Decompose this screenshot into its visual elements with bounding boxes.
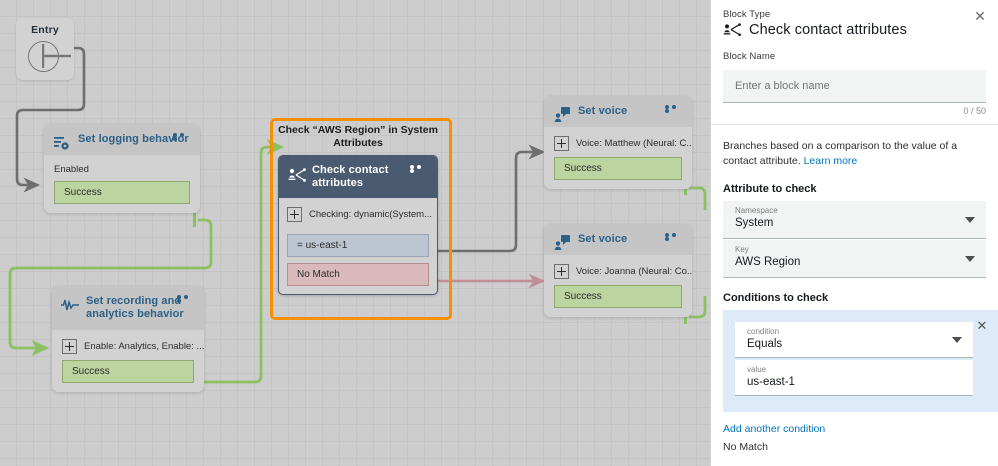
key-select[interactable]: Key AWS Region xyxy=(723,240,986,278)
block-detail-text: Voice: Matthew (Neural: C... xyxy=(576,138,692,149)
person-speech-bubble-icon xyxy=(553,106,571,124)
block-type-label: Block Type xyxy=(723,9,771,20)
block-check-contact-attributes[interactable]: Check contact attributes Checking: dynam… xyxy=(278,155,438,295)
expand-plus-icon[interactable] xyxy=(554,136,569,151)
block-title: Set voice xyxy=(578,233,628,245)
block-title: Check contact attributes xyxy=(312,164,389,189)
block-detail-row: Enable: Analytics, Enable: ... xyxy=(62,339,204,354)
branch-success[interactable]: Success xyxy=(554,285,682,308)
entry-connector-stub xyxy=(42,44,71,68)
expand-plus-icon[interactable] xyxy=(554,264,569,279)
flow-canvas[interactable]: Entry Set logging behavio xyxy=(0,0,710,466)
close-icon[interactable]: ✕ xyxy=(974,8,986,24)
attribute-section-heading: Attribute to check xyxy=(723,183,817,195)
block-title: Set recording and analytics behavior xyxy=(86,295,184,320)
more-options-icon[interactable] xyxy=(173,133,191,141)
block-header[interactable]: Set voice xyxy=(544,224,692,255)
block-body: Enable: Analytics, Enable: ... Success xyxy=(52,330,204,392)
block-detail-row: Enabled xyxy=(54,164,190,175)
block-set-recording-analytics-behavior[interactable]: Set recording and analytics behavior Ena… xyxy=(52,286,204,392)
block-detail-text: Enabled xyxy=(54,164,89,175)
block-set-logging-behavior[interactable]: Set logging behavior Enabled Success xyxy=(44,124,200,213)
entry-node[interactable]: Entry xyxy=(16,18,74,80)
panel-divider xyxy=(711,124,998,125)
namespace-value: System xyxy=(735,217,774,229)
key-label: Key xyxy=(735,245,749,254)
more-options-icon[interactable] xyxy=(410,165,428,173)
block-body: Enabled Success xyxy=(44,155,200,213)
chevron-down-icon[interactable] xyxy=(965,217,975,223)
branch-success[interactable]: Success xyxy=(62,360,194,383)
block-title: Set voice xyxy=(578,105,628,117)
block-body: Voice: Matthew (Neural: C... Success xyxy=(544,127,692,189)
condition-value-field[interactable]: value us-east-1 xyxy=(735,360,973,396)
expand-plus-icon[interactable] xyxy=(287,207,302,222)
selected-block-caption: Check “AWS Region” in System Attributes xyxy=(278,124,438,149)
learn-more-link[interactable]: Learn more xyxy=(803,155,858,167)
condition-card: ✕ condition Equals value us-east-1 xyxy=(723,310,998,412)
block-set-voice-joanna[interactable]: Set voice Voice: Joanna (Neural: Co... S… xyxy=(544,224,692,317)
logging-settings-icon xyxy=(53,134,71,152)
value-label: value xyxy=(747,365,767,374)
branch-success[interactable]: Success xyxy=(554,157,682,180)
no-match-label: No Match xyxy=(723,441,768,453)
char-counter: 0 / 50 xyxy=(963,106,986,116)
block-detail-text: Voice: Joanna (Neural: Co... xyxy=(576,266,692,277)
condition-value: Equals xyxy=(747,338,783,350)
waveform-icon xyxy=(61,296,79,314)
remove-condition-icon[interactable]: ✕ xyxy=(976,318,988,333)
block-set-voice-matthew[interactable]: Set voice Voice: Matthew (Neural: C... S… xyxy=(544,96,692,189)
condition-label: condition xyxy=(747,327,780,336)
more-options-icon[interactable] xyxy=(665,233,683,241)
more-options-icon[interactable] xyxy=(665,105,683,113)
block-body: Checking: dynamic(System... = us-east-1 … xyxy=(279,198,437,294)
check-contact-attributes-icon xyxy=(288,166,306,184)
block-detail-text: Enable: Analytics, Enable: ... xyxy=(84,341,204,352)
key-value: AWS Region xyxy=(735,256,801,268)
conditions-section-heading: Conditions to check xyxy=(723,292,829,304)
block-detail-text: Checking: dynamic(System... xyxy=(309,209,433,220)
block-name-label: Block Name xyxy=(723,51,776,62)
chevron-down-icon[interactable] xyxy=(965,256,975,262)
block-detail-row: Voice: Joanna (Neural: Co... xyxy=(554,264,692,279)
namespace-label: Namespace xyxy=(735,206,778,215)
description-text: Branches based on a comparison to the va… xyxy=(723,140,958,167)
branch-success[interactable]: Success xyxy=(54,181,190,204)
more-options-icon[interactable] xyxy=(177,295,195,303)
block-settings-panel: ✕ Block Type Check contact attributes xyxy=(710,0,998,466)
expand-plus-icon[interactable] xyxy=(62,339,77,354)
panel-description: Branches based on a comparison to the va… xyxy=(723,139,986,169)
block-detail-row: Checking: dynamic(System... xyxy=(287,207,433,222)
block-title: Set logging behavior xyxy=(78,133,189,145)
selection-highlight xyxy=(270,118,452,320)
person-speech-bubble-icon xyxy=(553,234,571,252)
block-body: Voice: Joanna (Neural: Co... Success xyxy=(544,255,692,317)
chevron-down-icon[interactable] xyxy=(952,337,962,343)
block-header[interactable]: Set voice xyxy=(544,96,692,127)
namespace-select[interactable]: Namespace System xyxy=(723,201,986,239)
block-detail-row: Voice: Matthew (Neural: C... xyxy=(554,136,692,151)
branch-match[interactable]: = us-east-1 xyxy=(287,234,429,257)
block-header[interactable]: Check contact attributes xyxy=(279,156,437,198)
check-contact-attributes-icon xyxy=(723,22,742,38)
block-header[interactable]: Set logging behavior xyxy=(44,124,200,155)
block-type-title: Check contact attributes xyxy=(723,22,986,38)
block-header[interactable]: Set recording and analytics behavior xyxy=(52,286,204,330)
entry-label: Entry xyxy=(31,24,59,36)
add-another-condition-link[interactable]: Add another condition xyxy=(723,423,826,435)
block-type-name: Check contact attributes xyxy=(749,22,907,38)
value-input-value: us-east-1 xyxy=(747,376,795,388)
condition-select[interactable]: condition Equals xyxy=(735,322,973,358)
branch-no-match[interactable]: No Match xyxy=(287,263,429,286)
block-name-input[interactable] xyxy=(723,70,986,103)
